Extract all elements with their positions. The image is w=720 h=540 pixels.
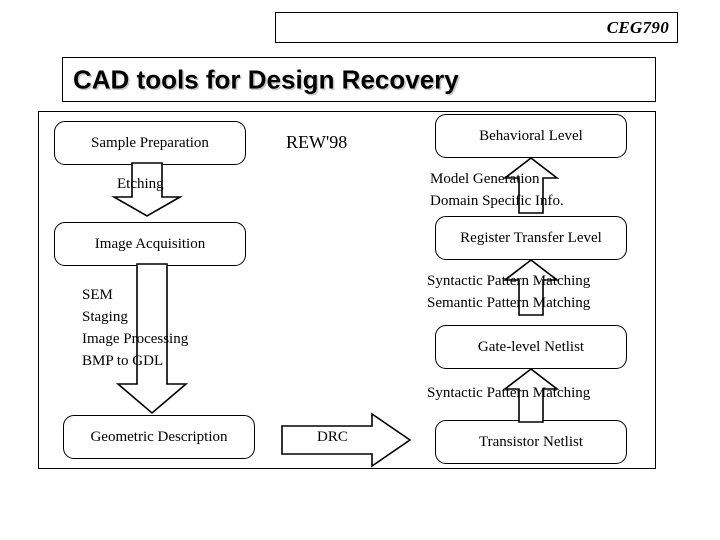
down-arrow-etching bbox=[111, 162, 183, 217]
process-box-label: Transistor Netlist bbox=[478, 433, 584, 450]
process-box-transistor-netlist[interactable]: Transistor Netlist bbox=[435, 420, 627, 464]
arrow-label-etching: Etching bbox=[117, 176, 164, 192]
process-box-label: Gate-level Netlist bbox=[477, 338, 585, 355]
course-code-label: CEG790 bbox=[606, 17, 669, 37]
process-box-label: Behavioral Level bbox=[479, 127, 583, 144]
annotation-pattern-matching-rtl: Syntactic Pattern Matching Semantic Patt… bbox=[427, 270, 590, 314]
annotation-line: Domain Specific Info. bbox=[430, 193, 564, 209]
process-box-geometric-description[interactable]: Geometric Description bbox=[63, 415, 255, 459]
process-box-label: Sample Preparation bbox=[91, 134, 209, 151]
process-box-label: Register Transfer Level bbox=[460, 229, 602, 246]
header-bar: CEG790 bbox=[275, 12, 678, 43]
annotation-line: Semantic Pattern Matching bbox=[427, 295, 591, 311]
annotation-model-generation: Model Generation Domain Specific Info. bbox=[430, 168, 564, 212]
step-list-item: Image Processing bbox=[82, 331, 189, 347]
up-arrow-model-generation bbox=[502, 156, 560, 214]
left-step-list: SEM Staging Image Processing BMP to GDL bbox=[82, 284, 188, 372]
up-arrow-pattern-matching-rtl bbox=[502, 258, 560, 316]
process-box-label: Image Acquisition bbox=[94, 235, 206, 252]
step-list-item: SEM bbox=[82, 287, 113, 303]
workshop-label: REW'98 bbox=[286, 132, 348, 152]
process-box-sample-preparation[interactable]: Sample Preparation bbox=[54, 121, 246, 165]
step-list-item: Staging bbox=[82, 309, 128, 325]
page-title: CAD tools for Design Recovery bbox=[73, 64, 459, 94]
annotation-line: Syntactic Pattern Matching bbox=[427, 385, 591, 401]
slide-title-bar: CAD tools for Design Recovery bbox=[62, 57, 656, 102]
up-arrow-pattern-matching-gate bbox=[502, 367, 560, 423]
arrow-label-drc: DRC bbox=[317, 429, 348, 445]
process-box-label: Geometric Description bbox=[90, 428, 228, 445]
annotation-line: Syntactic Pattern Matching bbox=[427, 273, 591, 289]
process-box-gate-level-netlist[interactable]: Gate-level Netlist bbox=[435, 325, 627, 369]
step-list-item: BMP to GDL bbox=[82, 353, 164, 369]
right-arrow-drc bbox=[281, 412, 412, 468]
process-box-register-transfer-level[interactable]: Register Transfer Level bbox=[435, 216, 627, 260]
process-box-image-acquisition[interactable]: Image Acquisition bbox=[54, 222, 246, 266]
process-box-behavioral-level[interactable]: Behavioral Level bbox=[435, 114, 627, 158]
down-arrow-processing bbox=[115, 263, 189, 415]
annotation-pattern-matching-gate: Syntactic Pattern Matching bbox=[427, 382, 590, 404]
diagram-frame: Sample Preparation Etching Image Acquisi… bbox=[38, 111, 656, 469]
annotation-line: Model Generation bbox=[430, 171, 540, 187]
